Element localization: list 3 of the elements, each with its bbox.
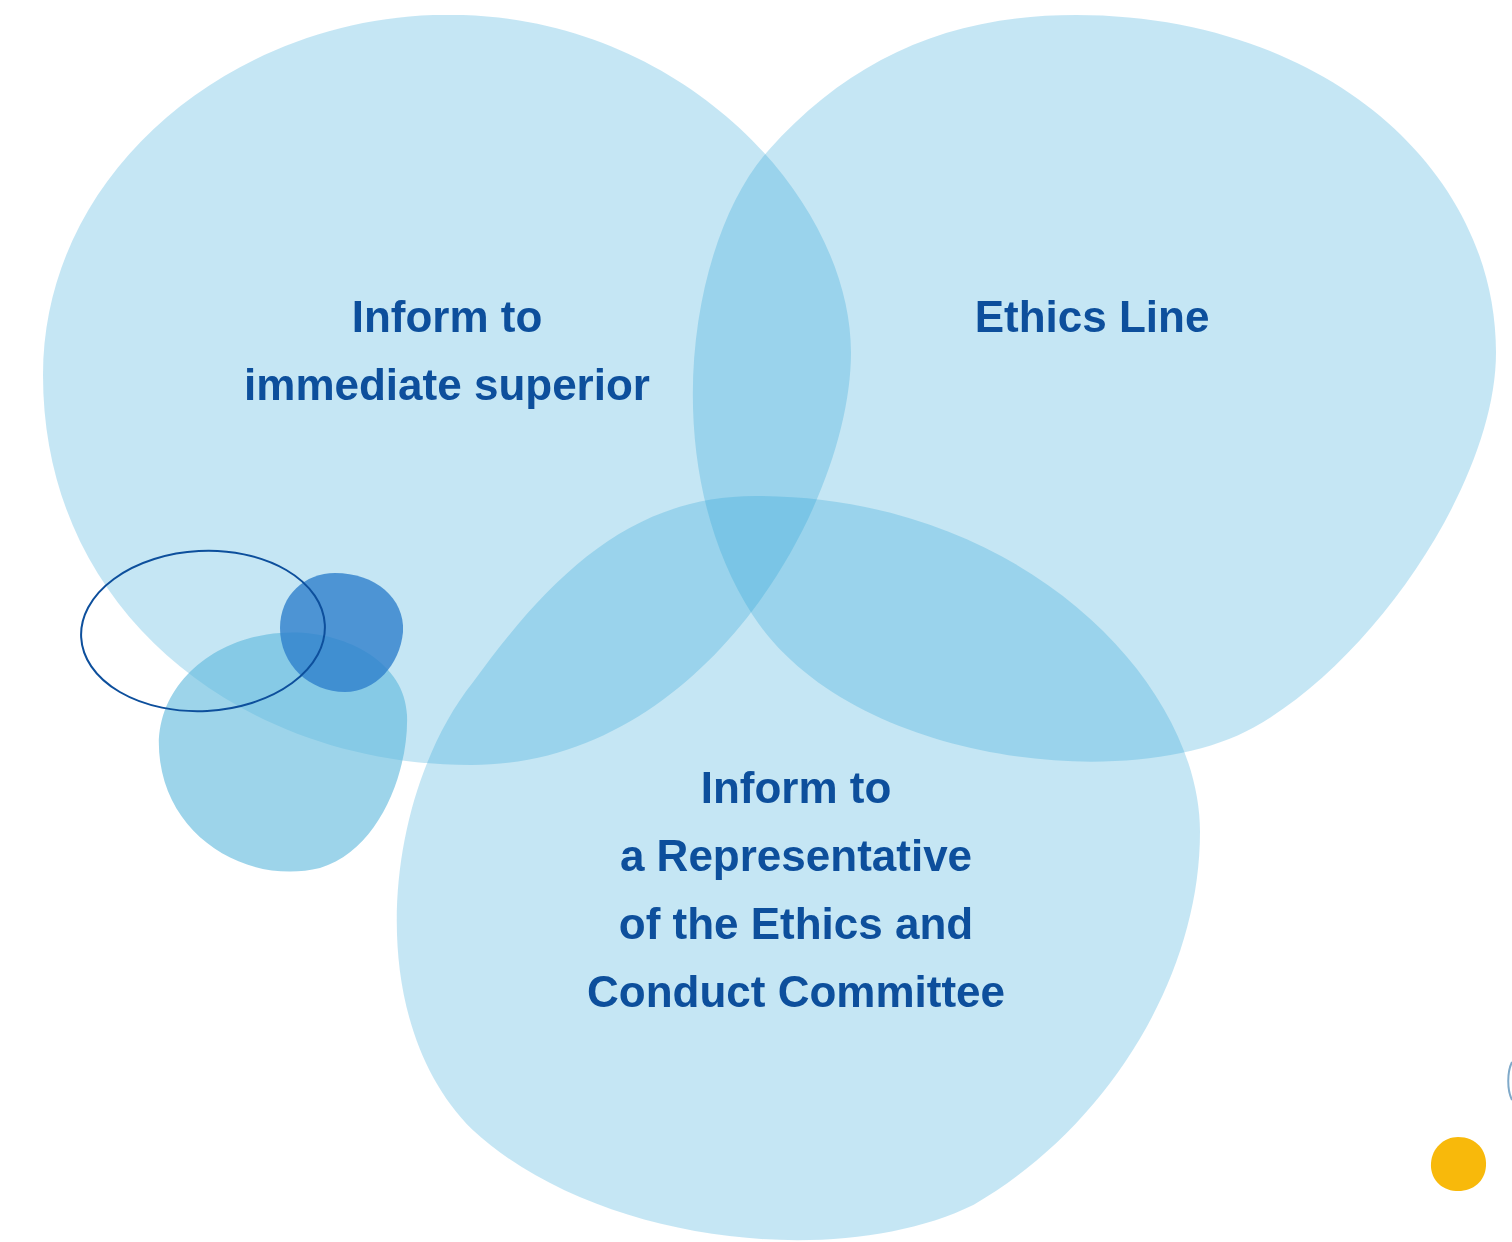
venn-label: Ethics Line (974, 291, 1210, 343)
venn-label: Inform to immediate superior (244, 291, 650, 411)
venn-label: Inform to a Representative of the Ethics and Conduct Committee (587, 762, 1005, 1018)
